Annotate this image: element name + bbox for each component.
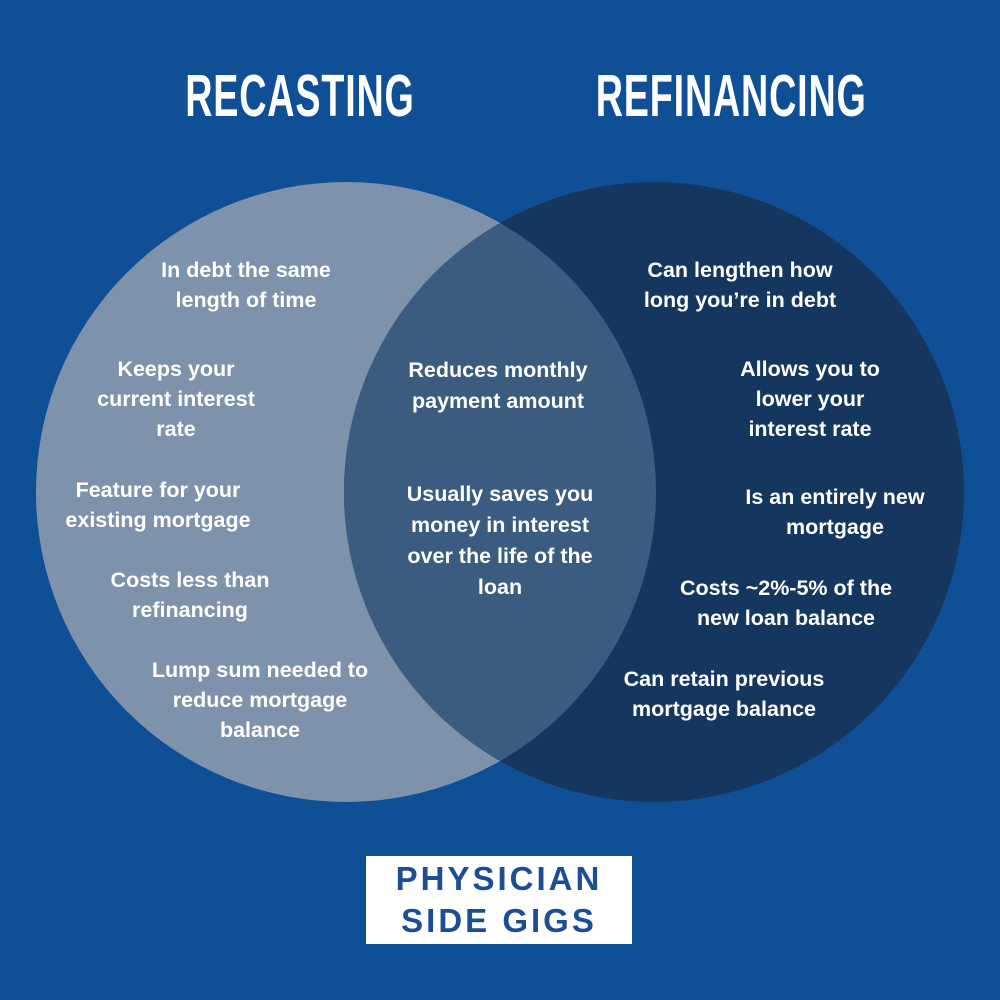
item-line: rate [156, 417, 196, 441]
item-line: Can retain previous [623, 667, 825, 691]
recasting-item-keeps-rate: Keeps your current interest rate [97, 354, 255, 444]
recasting-item-debt-length: In debt the same length of time [161, 255, 331, 315]
item-line: refinancing [132, 598, 248, 622]
item-line: over the life of the [407, 544, 593, 568]
item-line: loan [477, 575, 523, 599]
recasting-item-lump-sum: Lump sum needed to reduce mortgage balan… [152, 655, 368, 745]
item-line: Costs ~2%-5% of the [679, 576, 893, 600]
refinancing-item-costs-percent: Costs ~2%-5% of the new loan balance [680, 573, 892, 633]
item-line: interest rate [748, 417, 872, 441]
item-line: money in interest [410, 513, 589, 537]
item-line: long you’re in debt [643, 288, 837, 312]
item-line: Costs less than [110, 568, 270, 592]
venn-overlap-region [344, 182, 964, 802]
item-line: lower your [755, 387, 865, 411]
brand-name-line2: SIDE GIGS [401, 902, 597, 939]
item-line: payment amount [411, 389, 585, 413]
item-line: length of time [175, 288, 317, 312]
both-item-saves-interest: Usually saves you money in interest over… [407, 479, 593, 603]
refinancing-item-retain-balance: Can retain previous mortgage balance [624, 664, 825, 724]
item-line: new loan balance [696, 606, 876, 630]
item-line: In debt the same [161, 258, 331, 282]
refinancing-item-new-mortgage: Is an entirely new mortgage [745, 482, 924, 542]
brand-box: PHYSICIAN SIDE GIGS [366, 856, 632, 944]
both-item-reduces-payment: Reduces monthly payment amount [408, 355, 587, 417]
item-line: mortgage [786, 515, 884, 539]
item-line: existing mortgage [65, 508, 251, 532]
recasting-item-costs-less: Costs less than refinancing [111, 565, 270, 625]
item-line: Reduces monthly [408, 358, 588, 382]
item-line: Feature for your [75, 478, 241, 502]
item-line: Usually saves you [406, 482, 594, 506]
recasting-item-existing-mortgage: Feature for your existing mortgage [65, 475, 250, 535]
title-recasting-text: RECASTING [185, 61, 415, 129]
item-line: Keeps your [117, 357, 235, 381]
item-line: mortgage balance [631, 697, 816, 721]
item-line: reduce mortgage [172, 688, 348, 712]
item-line: Can lengthen how [647, 258, 833, 282]
title-refinancing: REFINANCING [521, 60, 941, 129]
item-line: Allows you to [740, 357, 880, 381]
refinancing-item-lower-rate: Allows you to lower your interest rate [740, 354, 880, 444]
item-line: current interest [97, 387, 255, 411]
brand-name-line1: PHYSICIAN [395, 860, 603, 897]
title-refinancing-text: REFINANCING [595, 61, 867, 129]
title-recasting: RECASTING [90, 60, 510, 129]
refinancing-item-lengthen-debt: Can lengthen how long you’re in debt [644, 255, 836, 315]
item-line: Is an entirely new [745, 485, 925, 509]
item-line: Lump sum needed to [151, 658, 369, 682]
item-line: balance [219, 718, 301, 742]
